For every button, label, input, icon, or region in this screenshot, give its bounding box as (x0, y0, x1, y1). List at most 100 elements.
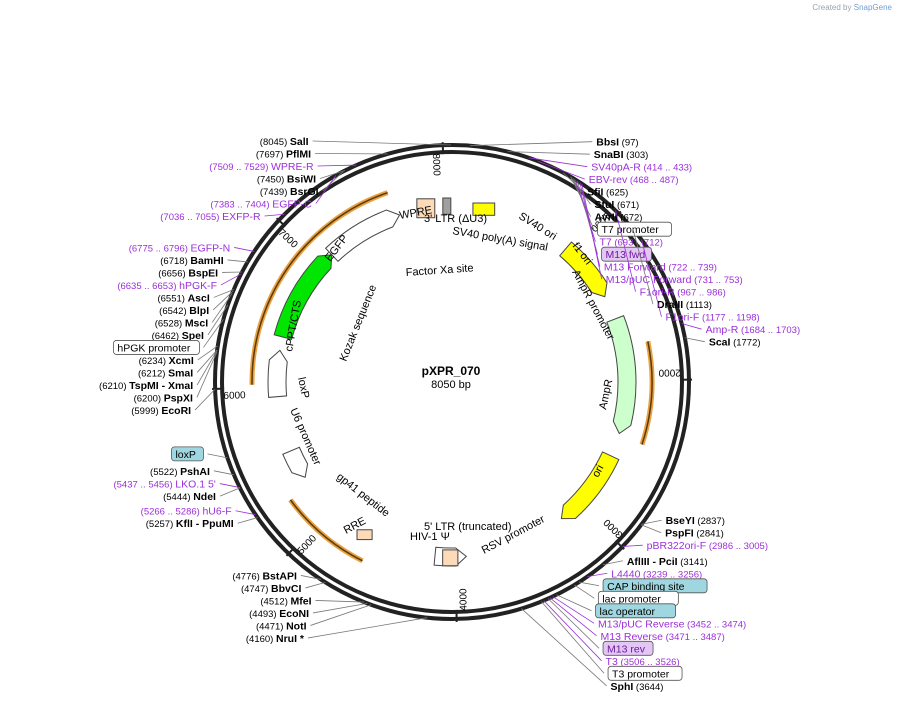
annotation-t7-promoter[interactable]: T7 promoter (597, 221, 672, 237)
annotation-asci[interactable]: (6551) AscI (157, 292, 209, 304)
name-text: Amp-R (706, 324, 739, 336)
annotation-xcmi[interactable]: (6234) XcmI (139, 355, 194, 367)
annotation-nrui-[interactable]: (4160) NruI * (246, 633, 305, 645)
annotation-sfii[interactable]: SfiI (625) (587, 187, 628, 199)
sv40-box[interactable] (442, 197, 452, 215)
annotation-econi[interactable]: (4493) EcoNI (249, 608, 309, 620)
name-text: SphI (611, 681, 634, 693)
annotation-msci[interactable]: (6528) MscI (155, 317, 209, 329)
annotation-m13-rev[interactable]: M13 rev (602, 640, 654, 656)
annotation-blpi[interactable]: (6542) BlpI (159, 305, 209, 317)
annotation-bspei[interactable]: (6656) BspEI (158, 267, 218, 279)
coord-text: (7036 .. 7055) (160, 212, 222, 223)
annotation-amp-r[interactable]: Amp-R (1684 .. 1703) (706, 324, 800, 336)
label-text: pBR322ori-F (2986 .. 3005) (647, 540, 768, 552)
feature-f1ori[interactable] (559, 241, 608, 298)
annotation-egfp-n[interactable]: (6775 .. 6796) EGFP-N (129, 242, 230, 254)
name-text: PspFI (665, 528, 694, 540)
annotation-bsrgi[interactable]: (7439) BsrGI (260, 186, 319, 198)
feature-cppt[interactable] (267, 349, 288, 398)
annotation-cap-binding-site[interactable]: CAP binding site (602, 578, 708, 594)
annotation-ecori[interactable]: (5999) EcoRI (131, 405, 191, 417)
annotation-m13-forward[interactable]: M13 Forward (722 .. 739) (604, 262, 717, 274)
feature-ampr[interactable] (606, 315, 637, 435)
annotation-t7[interactable]: T7 (693 .. 712) (599, 237, 663, 249)
annotation-kfli-ppumi[interactable]: (5257) KflI - PpuMI (146, 518, 234, 530)
annotation-f1ori-f[interactable]: F1ori-F (1177 .. 1198) (665, 312, 759, 324)
annotation-noti[interactable]: (4471) NotI (256, 620, 307, 632)
label-text: (6212) SmaI (138, 367, 193, 379)
label-text: (6210) TspMI - XmaI (99, 380, 193, 392)
annotation-ebv-rev[interactable]: EBV-rev (468 .. 487) (589, 174, 679, 186)
annotation-bsiwi[interactable]: (7450) BsiWI (257, 174, 316, 186)
annotation-avrii[interactable]: AvrII (672) (595, 212, 643, 224)
annotation-lac-operator[interactable]: lac operator (595, 603, 676, 619)
name-text: BsiWI (287, 174, 316, 186)
annotation-pspxi[interactable]: (6200) PspXI (134, 392, 193, 404)
ltr3-box[interactable] (416, 198, 436, 219)
annotation-sphi[interactable]: SphI (3644) (611, 681, 664, 693)
annotation-tspmi-xmai[interactable]: (6210) TspMI - XmaI (99, 380, 193, 392)
annotation-wpre-r[interactable]: (7509 .. 7529) WPRE-R (209, 161, 314, 173)
annotation-pflmi[interactable]: (7697) PflMI (256, 149, 311, 161)
annotation-lac-promoter[interactable]: lac promoter (597, 590, 679, 606)
annotation-pspfi[interactable]: PspFI (2841) (665, 528, 724, 540)
annotation-stui[interactable]: StuI (671) (595, 199, 640, 211)
annotation-egfp-c[interactable]: (7383 .. 7404) EGFP-C (210, 199, 312, 211)
name-text: XcmI (169, 355, 194, 367)
label-box (602, 640, 654, 656)
annotation-t3[interactable]: T3 (3506 .. 3526) (606, 656, 680, 668)
label-text: lac promoter (602, 593, 661, 605)
annotation-f1ori-r[interactable]: F1ori-R (967 .. 986) (640, 287, 726, 299)
leader-line (203, 319, 224, 348)
annotation-sali[interactable]: (8045) SalI (260, 136, 309, 148)
tick-label: 5000 (296, 533, 320, 557)
plasmid-length: 8050 bp (431, 379, 471, 391)
annotation-exfp-r[interactable]: (7036 .. 7055) EXFP-R (160, 211, 261, 223)
annotation-t3-promoter[interactable]: T3 promoter (607, 665, 683, 681)
annotation-hpgk-f[interactable]: (6635 .. 6653) hPGK-F (117, 280, 217, 292)
annotation-pbr322ori-f[interactable]: pBR322ori-F (2986 .. 3005) (647, 540, 768, 552)
feature-wpre[interactable] (324, 209, 401, 263)
annotation-loxp[interactable]: loxP (171, 446, 204, 462)
tick-label: 8000 (430, 153, 442, 176)
annotation-bseyi[interactable]: BseYI (2837) (666, 515, 725, 527)
annotation-hpgk-promoter[interactable]: hPGK promoter (113, 340, 200, 355)
annotation-snabi[interactable]: SnaBI (303) (594, 149, 649, 161)
annotation-pshai[interactable]: (5522) PshAI (150, 466, 210, 478)
annotation-m13-puc-reverse[interactable]: M13/pUC Reverse (3452 .. 3474) (598, 618, 746, 630)
annotation-scai[interactable]: ScaI (1772) (709, 337, 761, 349)
annotation-mfei[interactable]: (4512) MfeI (260, 595, 311, 607)
annotation-ndei[interactable]: (5444) NdeI (163, 491, 216, 503)
annotation-m13-puc-forward[interactable]: M13/pUC Forward (731 .. 753) (606, 274, 743, 286)
annotation-afliii-pcii[interactable]: AflIII - PciI (3141) (627, 556, 708, 568)
feature-u6[interactable] (282, 446, 309, 478)
ltr5-box[interactable] (442, 549, 459, 567)
annotation-bstapi[interactable]: (4776) BstAPI (232, 570, 297, 582)
coord-text: (3141) (678, 557, 708, 568)
label-text: (4747) BbvCI (241, 583, 302, 595)
name-text: F1ori-F (665, 312, 699, 324)
tick-label: 2000 (658, 367, 681, 378)
annotation-smai[interactable]: (6212) SmaI (138, 367, 193, 379)
label-text: (5444) NdeI (163, 491, 216, 503)
annotation-spei[interactable]: (6462) SpeI (152, 330, 204, 342)
annotation-bbsi[interactable]: BbsI (97) (596, 137, 638, 149)
tick-label: 4000 (458, 588, 469, 611)
annotation-hu6-f[interactable]: (5266 .. 5286) hU6-F (141, 506, 232, 518)
annotation-lko-1-5-[interactable]: (5437 .. 5456) LKO.1 5' (113, 479, 215, 491)
label-text: SV40pA-R (414 .. 433) (591, 162, 692, 174)
annotation-l4440[interactable]: L4440 (3239 .. 3256) (611, 568, 702, 580)
annotation-draiii[interactable]: DraIII (1113) (657, 299, 712, 311)
annotation-bamhi[interactable]: (6718) BamHI (160, 255, 223, 267)
feature-ori[interactable] (560, 451, 620, 520)
annotation-m13-reverse[interactable]: M13 Reverse (3471 .. 3487) (601, 631, 725, 643)
sv40-ori-box[interactable] (472, 202, 496, 216)
feature-egfp[interactable] (273, 254, 333, 341)
annotation-sv40pa-r[interactable]: SV40pA-R (414 .. 433) (591, 162, 692, 174)
rre-box[interactable] (356, 529, 373, 541)
annotation-bbvci[interactable]: (4747) BbvCI (241, 583, 302, 595)
annotation-labels: (8045) SalI(7697) PflMI(7509 .. 7529) WP… (99, 136, 800, 693)
label-text: M13 rev (607, 643, 646, 655)
tick-5000 (285, 546, 296, 557)
